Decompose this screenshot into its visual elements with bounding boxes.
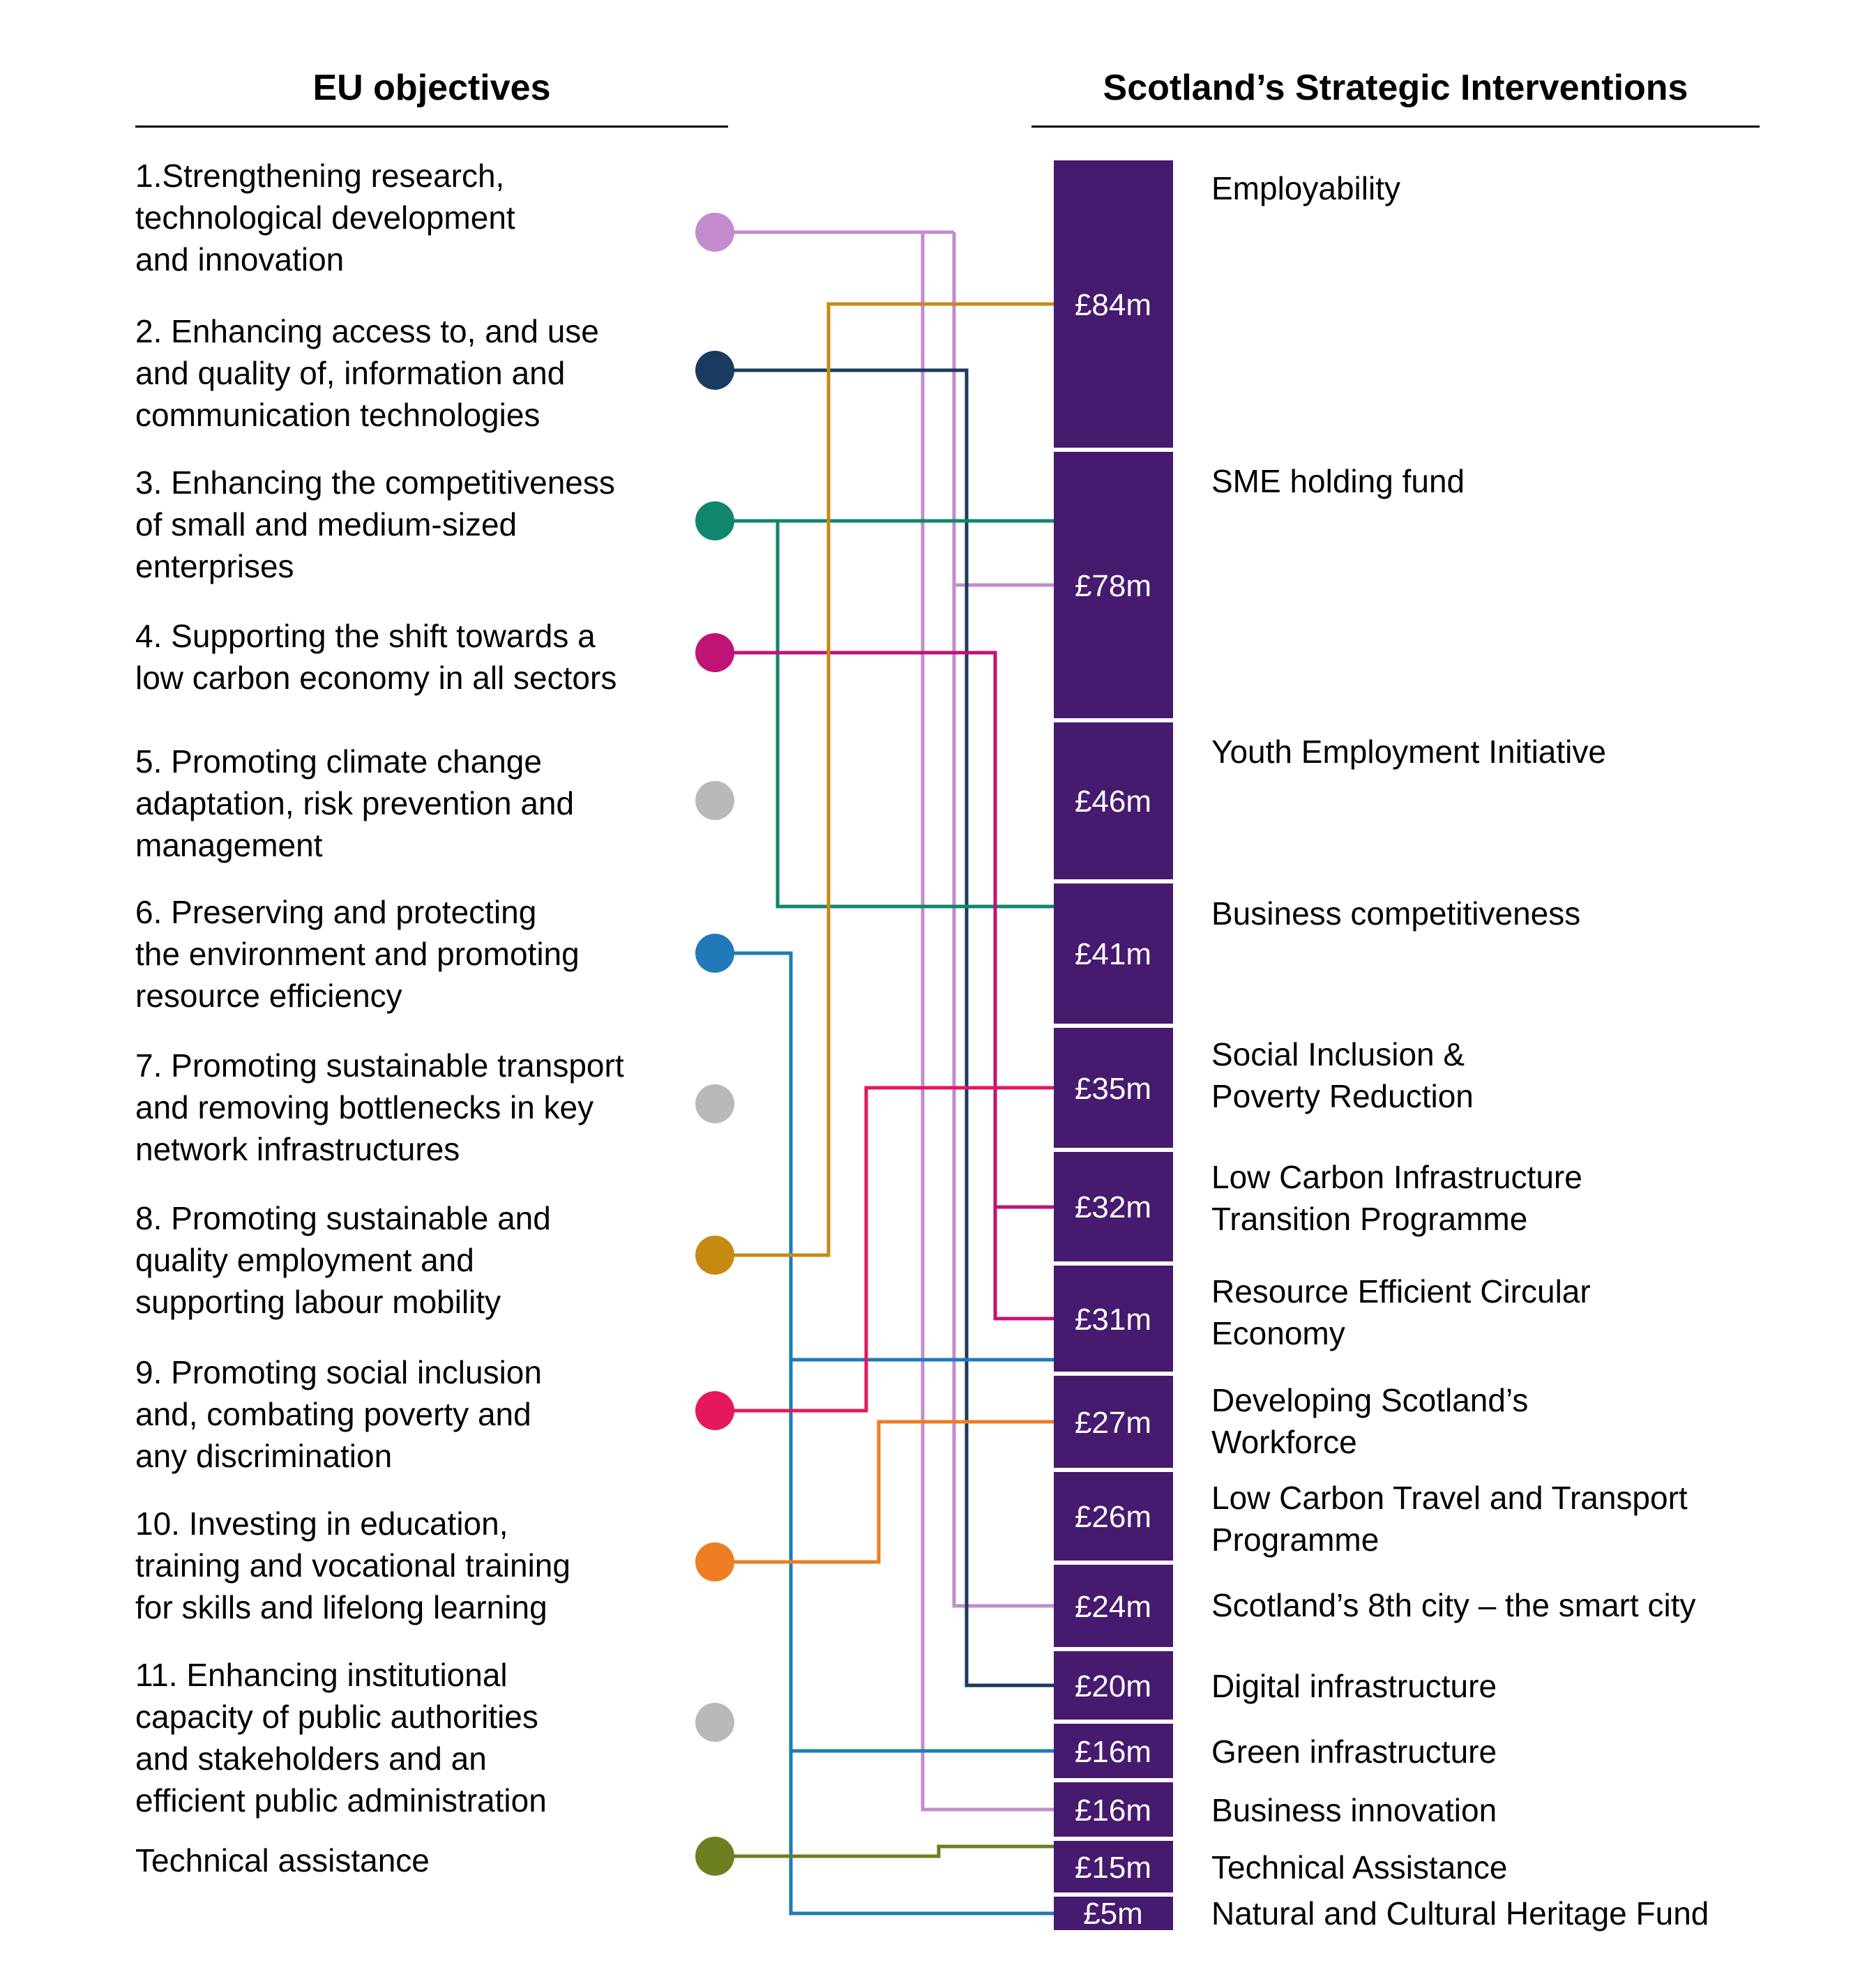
connector-research-to-smart-city — [952, 232, 1054, 1608]
right-title-underline — [1031, 126, 1760, 128]
intervention-amount: £20m — [1075, 1669, 1151, 1704]
intervention-label-social-inclusion: Social Inclusion & Poverty Reduction — [1211, 1036, 1474, 1114]
eu-objective-7: 7. Promoting sustainable transport and r… — [135, 1047, 624, 1167]
connector-environment-to-natural-heritage — [715, 951, 1054, 1915]
intervention-label-lcitp: Low Carbon Infrastructure Transition Pro… — [1211, 1159, 1582, 1237]
intervention-label-sme-holding-fund: SME holding fund — [1211, 463, 1465, 499]
intervention-bar-segment-natural-heritage — [1054, 1897, 1173, 1930]
right-column-title: Scotland’s Strategic Interventions — [1103, 68, 1688, 108]
connector-social-inclusion-to-poverty-reduction — [715, 1086, 1054, 1413]
eu-objective-1: 1.Strengthening research, technological … — [135, 158, 515, 278]
intervention-amount: £31m — [1075, 1303, 1151, 1337]
intervention-bar-segment-business-competitiveness — [1054, 883, 1173, 1024]
intervention-amount: £15m — [1075, 1851, 1151, 1885]
eu-objective-9: 9. Promoting social inclusion and, comba… — [135, 1354, 542, 1474]
intervention-amount: £16m — [1075, 1793, 1151, 1828]
intervention-label-low-carbon-travel: Low Carbon Travel and Transport Programm… — [1211, 1480, 1688, 1558]
intervention-bar-segment-green-infrastructure — [1054, 1724, 1173, 1778]
eu-objective-6: 6. Preserving and protecting the environ… — [135, 894, 580, 1014]
objective-dot-10 — [695, 1542, 734, 1581]
intervention-label-resource-efficient: Resource Efficient Circular Economy — [1211, 1273, 1591, 1351]
intervention-bar-segment-technical-assistance — [1054, 1841, 1173, 1892]
intervention-amount: £16m — [1075, 1735, 1151, 1769]
intervention-bar-segment-business-innovation — [1054, 1782, 1173, 1837]
intervention-label-smart-city: Scotland’s 8th city – the smart city — [1211, 1587, 1696, 1623]
intervention-bar-segment-smart-city — [1054, 1565, 1173, 1647]
connector-ict-to-digital-infrastructure — [715, 368, 1054, 1687]
intervention-bar-segment-lcitp — [1054, 1152, 1173, 1261]
intervention-bar-segment-youth-employment — [1054, 722, 1173, 879]
objective-dot-11 — [695, 1703, 734, 1742]
intervention-amount: £32m — [1075, 1190, 1151, 1224]
eu-objective-8: 8. Promoting sustainable and quality emp… — [135, 1200, 551, 1320]
intervention-amount: £5m — [1083, 1897, 1143, 1931]
eu-objective-technical-assistance: Technical assistance — [135, 1842, 430, 1879]
objective-dot-1 — [695, 213, 734, 252]
intervention-label-technical-assistance: Technical Assistance — [1211, 1849, 1508, 1885]
eu-objective-2: 2. Enhancing access to, and use and qual… — [135, 313, 599, 433]
eu-objective-10: 10. Investing in education, training and… — [135, 1505, 570, 1625]
intervention-amount: £35m — [1075, 1072, 1151, 1106]
objective-dot-6 — [695, 934, 734, 973]
intervention-bar-segment-sme-holding-fund — [1054, 452, 1173, 718]
intervention-label-employability: Employability — [1211, 170, 1400, 206]
intervention-amount: £27m — [1075, 1406, 1151, 1440]
intervention-label-business-innovation: Business innovation — [1211, 1792, 1497, 1828]
connector-employment-to-employability — [715, 302, 1054, 1257]
objective-dot-7 — [695, 1084, 734, 1123]
intervention-label-youth-employment: Youth Employment Initiative — [1211, 734, 1606, 770]
intervention-bar-segment-employability — [1054, 160, 1173, 448]
objective-dot-5 — [695, 781, 734, 820]
objective-dot-9 — [695, 1391, 734, 1430]
intervention-bar-segment-developing-workforce — [1054, 1376, 1173, 1468]
intervention-label-digital-infrastructure: Digital infrastructure — [1211, 1668, 1497, 1704]
objective-dot-3 — [695, 501, 734, 540]
intervention-amount: £24m — [1075, 1590, 1151, 1624]
eu-objective-5: 5. Promoting climate change adaptation, … — [135, 743, 575, 863]
intervention-bar-segment-social-inclusion — [1054, 1028, 1173, 1148]
intervention-label-developing-workforce: Developing Scotland’s Workforce — [1211, 1382, 1529, 1460]
connector-sme-to-business-competitiveness — [776, 521, 1054, 909]
left-title-underline — [135, 126, 728, 128]
intervention-bar-segment-digital-infrastructure — [1054, 1651, 1173, 1720]
intervention-amount: £84m — [1075, 288, 1151, 322]
eu-objective-4: 4. Supporting the shift towards a low ca… — [135, 618, 617, 696]
connector-education-to-developing-workforce — [715, 1420, 1054, 1564]
intervention-bar-segment-circular-economy — [1054, 1266, 1173, 1372]
objective-dot-4 — [695, 633, 734, 672]
connector-technical-assistance — [715, 1844, 1054, 1858]
intervention-label-natural-heritage: Natural and Cultural Heritage Fund — [1211, 1895, 1709, 1932]
intervention-amount: £78m — [1075, 569, 1151, 603]
objective-dot-2 — [695, 351, 734, 390]
connector-research-to-business-innovation — [921, 232, 1054, 1812]
intervention-label-business-competitiveness: Business competitiveness — [1211, 895, 1581, 932]
intervention-bar-segment-low-carbon-travel — [1054, 1472, 1173, 1561]
connector-low-carbon-to-circular-economy — [715, 651, 1054, 1321]
intervention-amount: £41m — [1075, 937, 1151, 971]
intervention-amount: £46m — [1075, 784, 1151, 819]
intervention-amount: £26m — [1075, 1500, 1151, 1534]
eu-objective-3: 3. Enhancing the competitiveness of smal… — [135, 464, 615, 584]
objective-dot-12 — [695, 1837, 734, 1876]
eu-objective-11: 11. Enhancing institutional capacity of … — [135, 1657, 547, 1819]
objective-dot-8 — [695, 1236, 734, 1275]
intervention-label-green-infrastructure: Green infrastructure — [1211, 1733, 1497, 1770]
left-column-title: EU objectives — [312, 68, 551, 108]
